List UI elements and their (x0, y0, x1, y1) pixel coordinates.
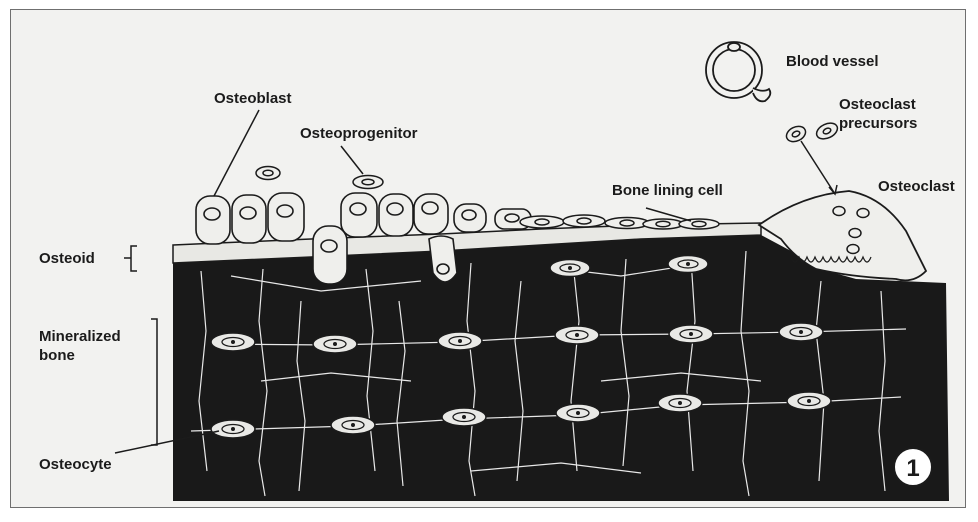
osteoblast (232, 195, 266, 243)
osteocyte (331, 416, 375, 434)
osteocyte (658, 394, 702, 412)
osteoprogenitor (256, 167, 280, 180)
osteoblast (454, 204, 486, 232)
osteoprogenitor (353, 176, 383, 189)
osteocyte (211, 420, 255, 438)
bone-lining-cell (563, 215, 605, 227)
bone-remodeling-diagram: Osteoblast Osteoprogenitor Blood vessel … (11, 10, 967, 509)
osteocyte (550, 260, 590, 277)
label-bone-lining-cell: Bone lining cell (612, 182, 723, 199)
osteoclast-precursor (814, 120, 840, 142)
osteoblast (196, 196, 230, 244)
figure-number-badge: 1 (894, 448, 932, 486)
osteoblast (341, 193, 377, 237)
embedding-osteoblast (313, 226, 347, 284)
figure-number: 1 (906, 455, 919, 482)
osteocyte (787, 392, 831, 410)
osteocyte (555, 326, 599, 344)
bone-lining-cells (520, 215, 719, 229)
label-osteoid: Osteoid (39, 250, 95, 267)
osteocyte (211, 333, 255, 351)
bone-lining-cell (520, 216, 564, 228)
bone-lining-cell (643, 219, 683, 229)
blood-vessel (706, 42, 770, 101)
osteocyte (556, 404, 600, 422)
bone-lining-cell (605, 218, 649, 229)
label-osteocyte: Osteocyte (39, 456, 112, 473)
osteoblast (414, 194, 448, 234)
osteoblast (268, 193, 304, 241)
osteocyte (779, 323, 823, 341)
label-osteoclast-precursors-2: precursors (839, 115, 917, 132)
label-osteoclast: Osteoclast (878, 178, 955, 195)
osteocyte (668, 256, 708, 273)
osteocyte (438, 332, 482, 350)
osteoclast-precursor (784, 123, 808, 144)
osteoclast-precursor-cells (784, 120, 840, 145)
bone-lining-cell (679, 219, 719, 229)
label-mineralized-bone-2: bone (39, 347, 75, 364)
figure-frame: Osteoblast Osteoprogenitor Blood vessel … (10, 9, 966, 508)
osteocyte (313, 335, 357, 353)
osteocyte (669, 325, 713, 343)
osteoblast (379, 194, 413, 236)
label-osteoblast: Osteoblast (214, 90, 292, 107)
osteoprogenitor-cells (256, 167, 383, 189)
label-osteoprogenitor: Osteoprogenitor (300, 125, 418, 142)
osteocyte (442, 408, 486, 426)
label-mineralized-bone-1: Mineralized (39, 328, 121, 345)
label-osteoclast-precursors-1: Osteoclast (839, 96, 916, 113)
label-blood-vessel: Blood vessel (786, 53, 879, 70)
